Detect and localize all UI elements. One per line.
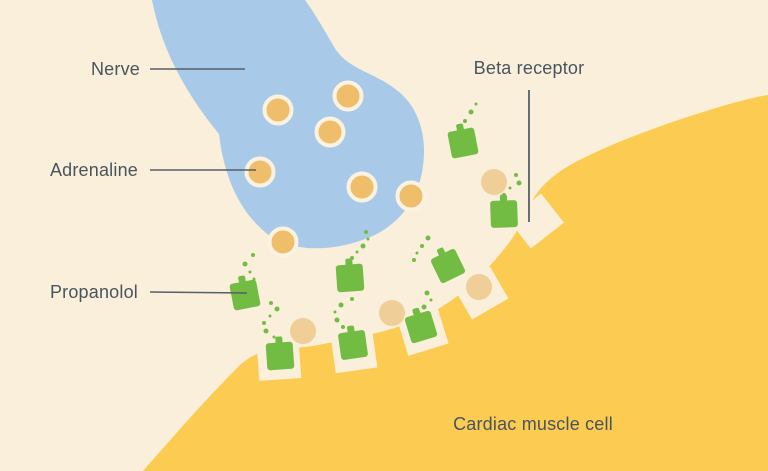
movement-trail-dot: [415, 251, 419, 255]
propanolol-label: Propanolol: [50, 282, 138, 302]
propranolol-molecule: [404, 307, 438, 344]
propranolol-molecule: [338, 325, 368, 360]
released-adrenaline: [290, 318, 316, 344]
propranolol-body: [447, 127, 479, 159]
propranolol-nub: [456, 123, 464, 133]
propranolol-molecule: [229, 275, 261, 311]
propranolol-molecule: [490, 194, 518, 228]
movement-trail-dot: [248, 270, 252, 274]
propranolol-molecule: [335, 258, 365, 293]
movement-trail-dot: [474, 102, 478, 106]
movement-trail-dot: [338, 302, 344, 308]
propranolol-nub: [345, 258, 353, 267]
movement-trail-dot: [333, 310, 337, 314]
beta-receptor-label: Beta receptor: [474, 58, 585, 78]
movement-trail-dot: [269, 301, 273, 305]
movement-trail-dot: [468, 109, 474, 115]
movement-trail-dot: [424, 290, 430, 296]
propranolol-body: [490, 200, 518, 228]
movement-trail-dot: [429, 298, 433, 302]
propranolol-nub: [238, 275, 246, 285]
cardiac-muscle-cell-label: Cardiac muscle cell: [453, 414, 613, 434]
propranolol-body: [430, 248, 466, 284]
movement-trail-dot: [364, 230, 368, 234]
propranolol-body: [338, 330, 368, 360]
adrenaline-vesicle: [244, 156, 276, 188]
movement-trail-dot: [412, 258, 416, 262]
propranolol-nub: [436, 247, 446, 257]
movement-trail-dot: [425, 235, 431, 241]
movement-trail-dot: [514, 173, 518, 177]
propranolol-molecule: [447, 123, 479, 159]
propranolol-body: [404, 310, 438, 344]
movement-trail-dot: [508, 186, 512, 190]
released-adrenaline: [481, 169, 507, 195]
movement-trail-dot: [251, 253, 255, 257]
beta-receptor: [508, 193, 564, 249]
movement-trail-dot: [366, 237, 370, 241]
adrenaline-vesicle: [262, 94, 294, 126]
movement-trail-dot: [463, 119, 467, 123]
movement-trail-dot: [350, 297, 354, 301]
movement-trail-dot: [272, 335, 276, 339]
movement-trail-dot: [516, 180, 522, 186]
propranolol-body: [229, 279, 261, 311]
released-adrenaline: [379, 300, 405, 326]
movement-trail-dot: [262, 321, 266, 325]
propranolol-nub: [347, 325, 355, 334]
movement-trail-dot: [263, 328, 269, 334]
adrenaline-vesicle: [346, 171, 378, 203]
movement-trail-dot: [274, 306, 280, 312]
movement-trail-dot: [268, 314, 272, 318]
adrenaline-vesicle: [267, 226, 299, 258]
movement-trail-dot: [334, 317, 340, 323]
movement-trail-dot: [341, 325, 345, 329]
propranolol-molecule: [265, 336, 295, 371]
adrenaline-vesicle: [395, 180, 427, 212]
released-adrenaline: [466, 274, 492, 300]
propranolol-nub: [412, 307, 421, 317]
adrenaline-vesicle: [314, 116, 346, 148]
nerve-label: Nerve: [91, 59, 140, 79]
movement-trail-dot: [360, 243, 366, 249]
propranolol-nub: [275, 336, 283, 345]
movement-trail-dot: [355, 250, 359, 254]
propanolol-pointer-line: [149, 291, 248, 294]
propranolol-body: [335, 263, 365, 293]
adrenaline-vesicle: [332, 80, 364, 112]
beta-receptor-socket: [508, 193, 564, 249]
propranolol-nub: [499, 194, 508, 203]
adrenaline-label: Adrenaline: [50, 160, 138, 180]
movement-trail-dot: [421, 304, 427, 310]
propranolol-body: [265, 341, 295, 371]
movement-trail-dot: [242, 261, 248, 267]
movement-trail-dot: [420, 244, 424, 248]
propranolol-molecule: [430, 247, 466, 284]
